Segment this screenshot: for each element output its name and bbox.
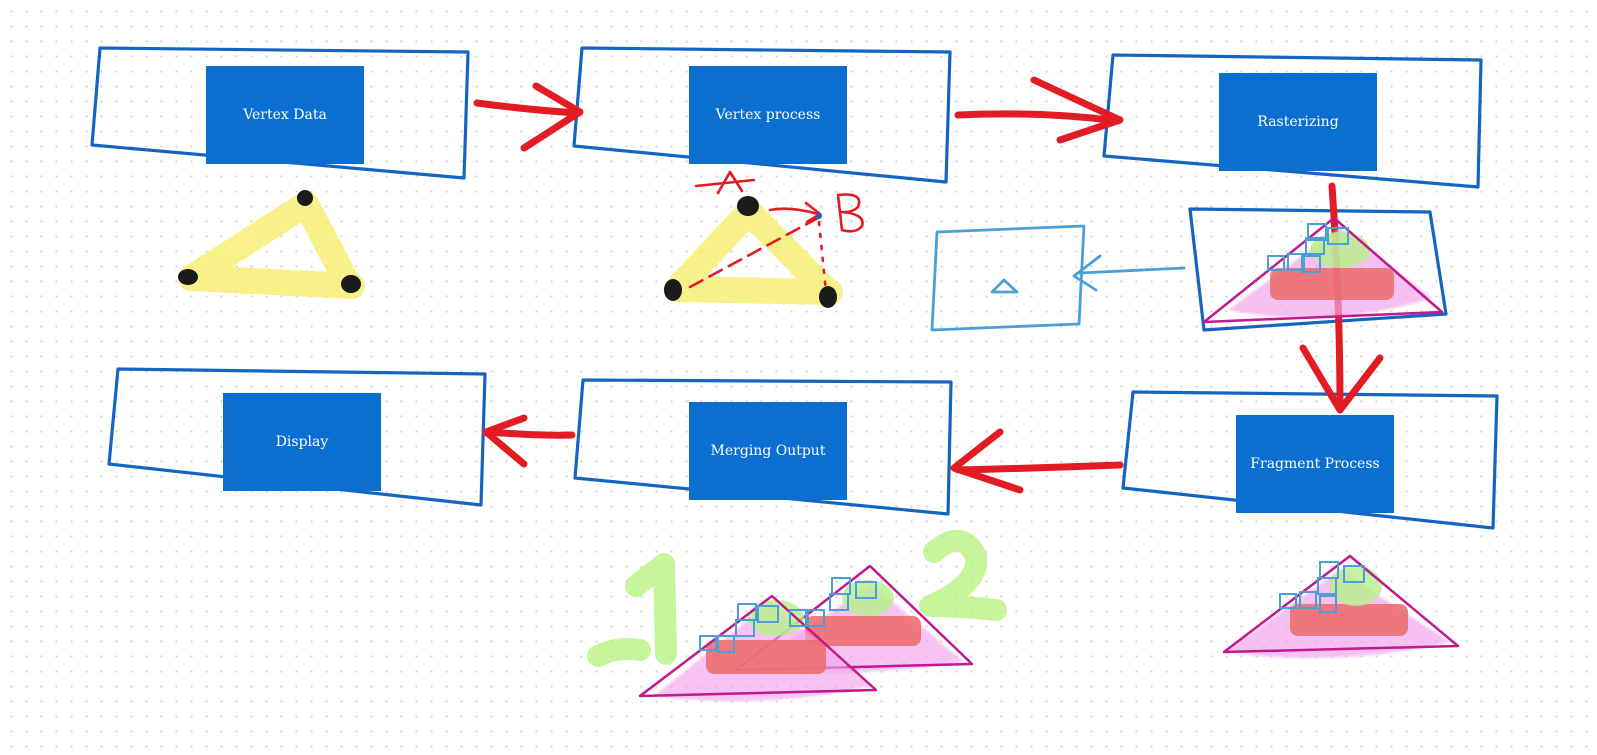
number-1-glyph xyxy=(587,553,677,667)
pixel-square xyxy=(1267,255,1285,271)
pixel-square xyxy=(1305,237,1325,255)
number-1-label: 1 xyxy=(0,0,1,1)
frame-preview xyxy=(930,224,1086,332)
pixel-square xyxy=(807,609,825,627)
pixel-square xyxy=(789,609,807,627)
node-label: Vertex Data xyxy=(243,107,327,123)
arrow-vertex-data-to-process xyxy=(473,82,584,152)
merging-output-triangles: 1 2 xyxy=(0,0,1007,702)
pixel-square xyxy=(855,581,877,599)
pixel-square xyxy=(1319,595,1337,613)
triangle-edge xyxy=(638,594,878,698)
vertex-dot xyxy=(341,275,361,293)
number-2-label: 2 xyxy=(0,0,1,1)
vertex-dot xyxy=(737,196,759,216)
pixel-square xyxy=(829,593,849,611)
frame-fragment-process xyxy=(1121,390,1499,530)
pixel-square xyxy=(1299,591,1317,609)
label-b-glyph xyxy=(836,193,864,233)
node-label: Display xyxy=(275,434,329,450)
preview-arrow xyxy=(1072,254,1186,292)
pixel-square xyxy=(699,635,717,651)
frame-vertex-data xyxy=(90,46,470,180)
pixel-square xyxy=(1327,227,1349,245)
pixel-square xyxy=(1307,223,1327,241)
fragment-output-triangle xyxy=(1222,554,1460,659)
pixel-square xyxy=(1287,253,1305,271)
frame-display xyxy=(107,367,487,507)
pixel-square xyxy=(757,605,779,623)
vertex-dot xyxy=(819,286,837,308)
vertex-dot xyxy=(297,190,313,206)
projection-dashed-line xyxy=(688,216,820,289)
node-vertex-data[interactable]: Vertex Data xyxy=(206,66,364,164)
pixel-square xyxy=(1301,255,1321,273)
pixel-square xyxy=(1343,565,1365,583)
frame-merging-output xyxy=(573,378,953,516)
pixel-square xyxy=(717,635,735,653)
fragment-red-band xyxy=(1270,268,1394,300)
pixel-square xyxy=(735,619,755,637)
pixel-square xyxy=(1279,593,1297,609)
pixel-square xyxy=(1317,577,1337,595)
label-a-glyph xyxy=(694,170,756,195)
number-2-glyph xyxy=(919,530,1007,621)
vertex-dot xyxy=(664,279,682,301)
arrow-process-to-rasterizing xyxy=(954,76,1124,144)
triangle-edge xyxy=(1222,554,1460,654)
label-a: A xyxy=(0,0,1,1)
vertex-process-triangle: A B xyxy=(0,0,864,308)
transform-arrow xyxy=(768,201,822,224)
projection-dotted-line xyxy=(817,220,828,294)
fragment-red-band xyxy=(706,640,826,674)
preview-triangle-icon xyxy=(990,278,1019,294)
node-label: Vertex process xyxy=(715,107,821,123)
node-rasterizing[interactable]: Rasterizing xyxy=(1219,73,1377,171)
node-label: Rasterizing xyxy=(1257,114,1339,130)
label-b: B xyxy=(0,0,1,1)
node-vertex-process[interactable]: Vertex process xyxy=(689,66,847,164)
point-b-marker xyxy=(816,213,822,219)
node-merging-output[interactable]: Merging Output xyxy=(689,402,847,500)
vertex-data-triangle xyxy=(178,190,365,299)
raster-triangle-sample xyxy=(1202,216,1444,324)
node-display[interactable]: Display xyxy=(223,393,381,491)
node-label: Merging Output xyxy=(710,443,826,459)
arrow-merging-to-display xyxy=(482,414,576,468)
frame-raster-sample xyxy=(1188,207,1448,332)
node-fragment-process[interactable]: Fragment Process xyxy=(1236,415,1394,513)
fragment-red-band xyxy=(805,616,921,646)
vertex-dot xyxy=(178,269,198,285)
node-label: Fragment Process xyxy=(1250,456,1380,472)
arrow-fragment-to-merging xyxy=(950,428,1124,494)
